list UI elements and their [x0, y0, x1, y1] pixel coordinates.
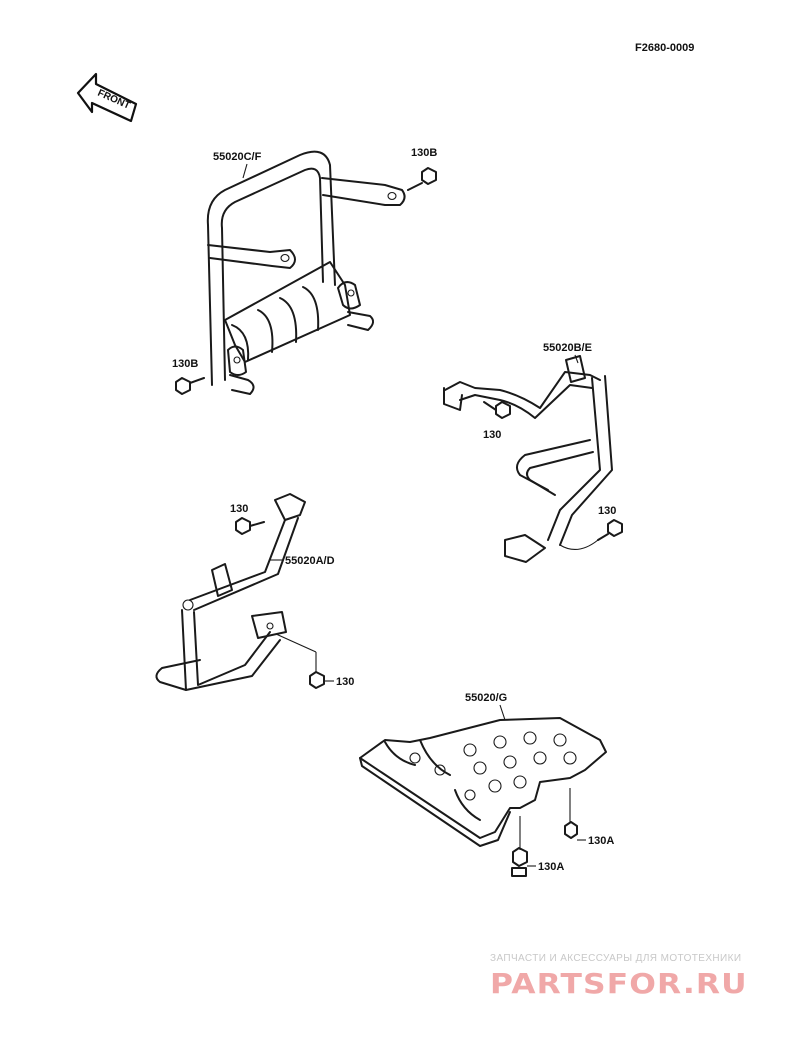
- bolt-icon: [275, 633, 334, 689]
- bolt-icon: [483, 401, 511, 419]
- label-bolt-130-l2: 130: [336, 676, 354, 688]
- bolt-icon: [511, 816, 536, 877]
- left-guard-drawing: [155, 493, 306, 691]
- label-bolt-130b-left: 130B: [172, 358, 198, 370]
- bolt-icon: [564, 788, 586, 841]
- label-55020ad: 55020A/D: [285, 555, 335, 567]
- front-guard-drawing: [206, 150, 406, 395]
- label-bolt-130-r2: 130: [598, 505, 616, 517]
- label-bolt-130a-2: 130A: [538, 861, 564, 873]
- label-bolt-130-r1: 130: [483, 429, 501, 441]
- bolt-icon: [235, 517, 265, 535]
- front-arrow-icon: FRONT: [76, 72, 138, 123]
- label-bolt-130b-top: 130B: [411, 147, 437, 159]
- right-guard-drawing: [443, 355, 613, 563]
- label-55020g: 55020/G: [465, 692, 507, 704]
- bolt-icon: [597, 519, 623, 541]
- label-55020be: 55020B/E: [543, 342, 592, 354]
- label-bolt-130a-1: 130A: [588, 835, 614, 847]
- label-55020cf: 55020C/F: [213, 151, 262, 163]
- bolt-icon: [175, 377, 205, 395]
- label-bolt-130-l1: 130: [230, 503, 248, 515]
- watermark-logo: PARTSFOR.RU: [490, 967, 748, 1000]
- skid-plate-drawing: [359, 717, 607, 847]
- watermark-tagline: ЗАПЧАСТИ И АКСЕССУАРЫ ДЛЯ МОТОТЕХНИКИ: [490, 953, 742, 964]
- bolt-icon: [407, 167, 437, 191]
- figure-code: F2680-0009: [635, 42, 694, 54]
